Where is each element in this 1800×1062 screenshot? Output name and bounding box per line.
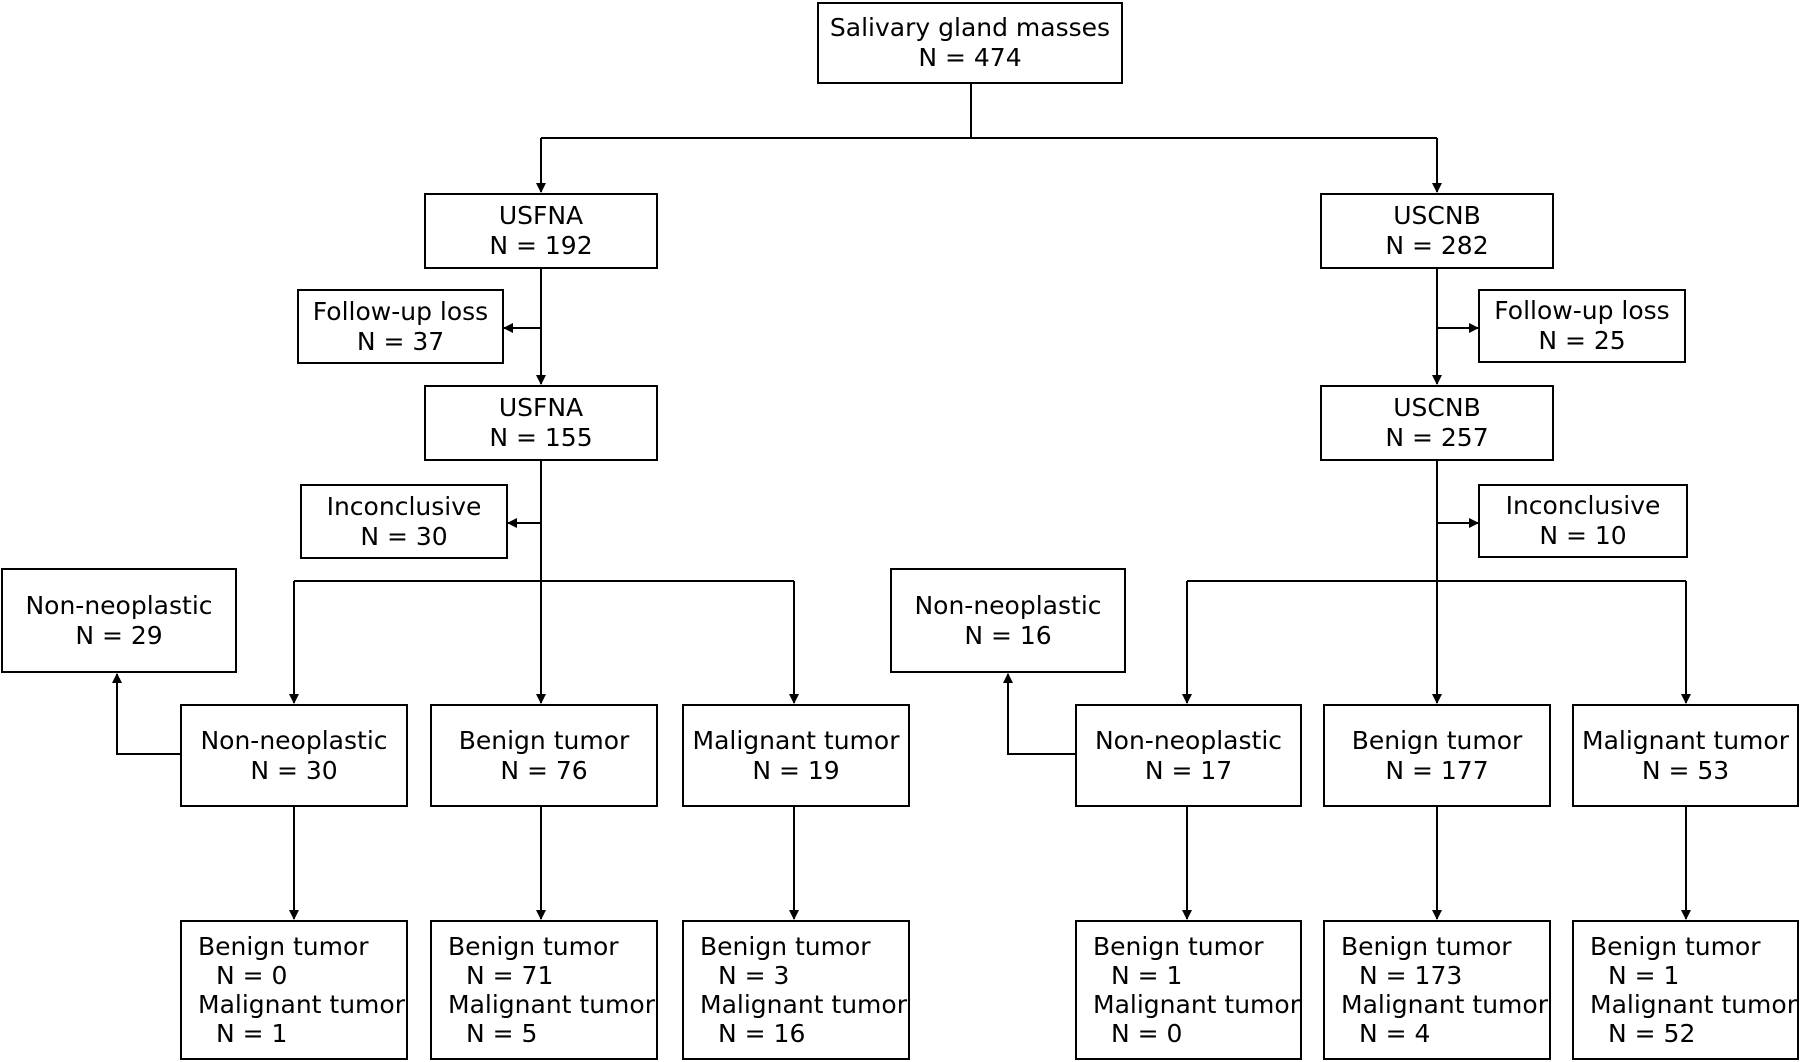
box-count: N = 37 [356, 326, 445, 356]
box-title: Benign tumor [1351, 725, 1523, 755]
arrow [112, 673, 180, 755]
benign-label: Benign tumor [198, 932, 369, 961]
box-title: Non-neoplastic [1094, 725, 1283, 755]
box-title: Non-neoplastic [914, 590, 1102, 620]
malignant-count: N = 1 [216, 1019, 288, 1048]
malignant-label: Malignant tumor [700, 990, 907, 1019]
benign-label: Benign tumor [1341, 932, 1512, 961]
uscnb-malignant-outcome-box: Benign tumor N = 1 Malignant tumor N = 5… [1572, 920, 1799, 1060]
usfna-benign-outcome-box: Benign tumor N = 71 Malignant tumor N = … [430, 920, 658, 1060]
box-count: N = 474 [918, 43, 1022, 72]
benign-count: N = 0 [216, 961, 288, 990]
usfna-box: USFNA N = 192 [424, 193, 658, 269]
benign-count: N = 3 [718, 961, 790, 990]
box-count: N = 282 [1385, 231, 1489, 260]
box-count: N = 16 [964, 620, 1052, 650]
benign-count: N = 173 [1359, 961, 1463, 990]
box-title: Follow-up loss [1494, 296, 1670, 325]
uscnb-followup-loss-box: Follow-up loss N = 25 [1478, 289, 1686, 363]
box-title: Non-neoplastic [200, 725, 388, 755]
malignant-count: N = 52 [1608, 1019, 1696, 1048]
box-count: N = 10 [1539, 521, 1627, 550]
malignant-label: Malignant tumor [198, 990, 405, 1019]
malignant-count: N = 16 [718, 1019, 806, 1048]
box-count: N = 25 [1538, 326, 1626, 355]
usfna-followup-box: USFNA N = 155 [424, 385, 658, 461]
uscnb-malignant-box: Malignant tumor N = 53 [1572, 704, 1799, 807]
benign-count: N = 1 [1608, 961, 1680, 990]
uscnb-benign-box: Benign tumor N = 177 [1323, 704, 1551, 807]
usfna-nonneoplastic-box: Non-neoplastic N = 30 [180, 704, 408, 807]
usfna-malignant-box: Malignant tumor N = 19 [682, 704, 910, 807]
box-count: N = 53 [1641, 755, 1730, 785]
uscnb-inconclusive-box: Inconclusive N = 10 [1478, 484, 1688, 558]
uscnb-nonneoplastic-excluded-box: Non-neoplastic N = 16 [890, 568, 1126, 673]
uscnb-followup-box: USCNB N = 257 [1320, 385, 1554, 461]
arrow [1003, 673, 1075, 755]
benign-count: N = 71 [466, 961, 554, 990]
usfna-nonneoplastic-excluded-box: Non-neoplastic N = 29 [1, 568, 237, 673]
box-count: N = 257 [1385, 423, 1489, 452]
box-title: Inconclusive [1505, 491, 1661, 520]
box-title: USCNB [1393, 393, 1481, 422]
box-title: Malignant tumor [1582, 725, 1789, 755]
malignant-count: N = 0 [1111, 1019, 1183, 1048]
box-count: N = 30 [250, 755, 338, 785]
box-count: N = 155 [489, 423, 593, 452]
benign-label: Benign tumor [448, 932, 619, 961]
box-count: N = 30 [360, 521, 448, 551]
box-count: N = 17 [1144, 755, 1233, 785]
box-count: N = 19 [752, 755, 840, 785]
benign-count: N = 1 [1111, 961, 1183, 990]
root-box: Salivary gland masses N = 474 [817, 2, 1123, 84]
benign-label: Benign tumor [1093, 932, 1264, 961]
box-title: Non-neoplastic [25, 590, 213, 620]
uscnb-benign-outcome-box: Benign tumor N = 173 Malignant tumor N =… [1323, 920, 1551, 1060]
box-title: Salivary gland masses [829, 13, 1111, 42]
box-title: Malignant tumor [692, 725, 900, 755]
usfna-benign-box: Benign tumor N = 76 [430, 704, 658, 807]
box-title: USCNB [1393, 201, 1481, 230]
malignant-label: Malignant tumor [1093, 990, 1300, 1019]
usfna-followup-loss-box: Follow-up loss N = 37 [297, 289, 504, 364]
usfna-malignant-outcome-box: Benign tumor N = 3 Malignant tumor N = 1… [682, 920, 910, 1060]
box-title: USFNA [498, 201, 584, 230]
box-title: Benign tumor [458, 725, 630, 755]
uscnb-nonneoplastic-outcome-box: Benign tumor N = 1 Malignant tumor N = 0 [1075, 920, 1302, 1060]
malignant-count: N = 5 [466, 1019, 538, 1048]
box-count: N = 177 [1385, 755, 1489, 785]
malignant-label: Malignant tumor [1590, 990, 1797, 1019]
usfna-nonneoplastic-outcome-box: Benign tumor N = 0 Malignant tumor N = 1 [180, 920, 408, 1060]
box-count: N = 76 [500, 755, 588, 785]
uscnb-box: USCNB N = 282 [1320, 193, 1554, 269]
malignant-count: N = 4 [1359, 1019, 1431, 1048]
usfna-inconclusive-box: Inconclusive N = 30 [300, 484, 508, 559]
box-title: USFNA [498, 393, 584, 422]
malignant-label: Malignant tumor [448, 990, 655, 1019]
box-count: N = 29 [75, 620, 163, 650]
box-title: Inconclusive [326, 491, 482, 521]
box-count: N = 192 [489, 231, 593, 260]
benign-label: Benign tumor [700, 932, 871, 961]
malignant-label: Malignant tumor [1341, 990, 1548, 1019]
uscnb-nonneoplastic-box: Non-neoplastic N = 17 [1075, 704, 1302, 807]
box-title: Follow-up loss [312, 296, 489, 326]
benign-label: Benign tumor [1590, 932, 1761, 961]
